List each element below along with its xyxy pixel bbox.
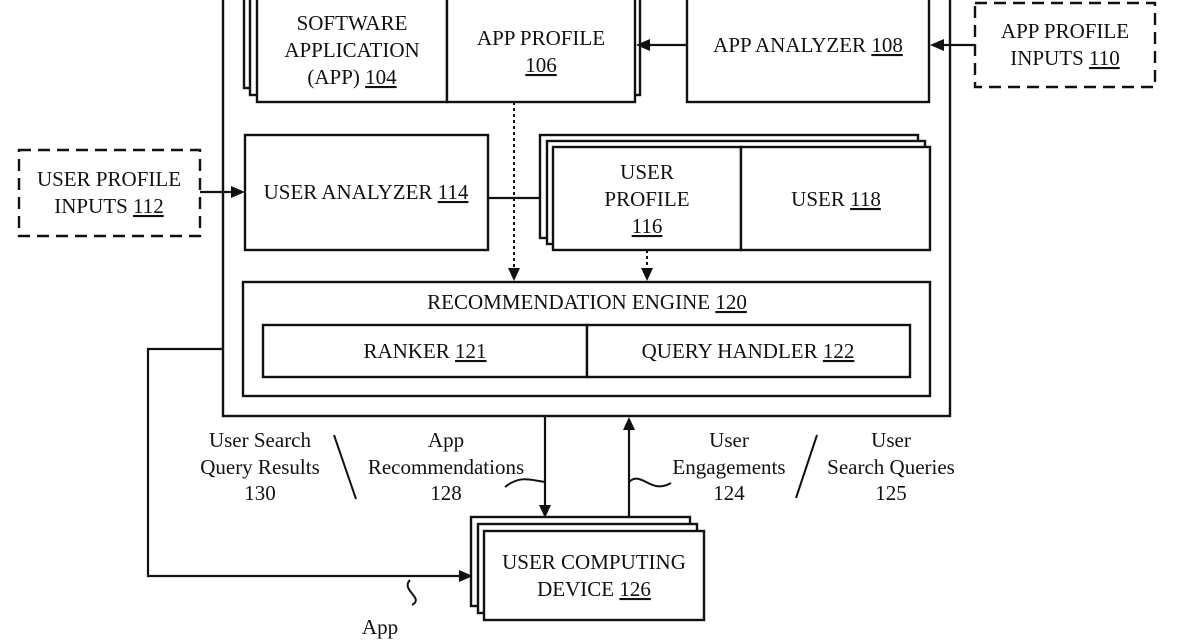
app-profile-inputs-line1: APP PROFILE (1001, 19, 1129, 43)
user-profile-inputs-line2: INPUTS 112 (54, 194, 164, 218)
app-recommendations-line1: App (428, 428, 464, 452)
software-app-line2: APPLICATION (284, 38, 419, 62)
app-delivery-line (146, 347, 463, 578)
user-engagements-line2: Engagements (672, 455, 785, 479)
user-label: USER 118 (791, 187, 881, 211)
app-profile-inputs-line2: INPUTS 110 (1010, 46, 1120, 70)
label-separator-left (333, 434, 357, 500)
app-recommendations-ref: 128 (430, 481, 462, 505)
user-profile-inputs-line1: USER PROFILE (37, 167, 181, 191)
app-bottom-label: App (362, 615, 398, 639)
user-analyzer-label: USER ANALYZER 114 (264, 180, 469, 204)
user-profile-ref: 116 (632, 214, 663, 238)
user-engagements-ref: 124 (713, 481, 745, 505)
user-search-queries-line1: User (871, 428, 911, 452)
app-profile-box[interactable] (445, 0, 637, 104)
query-handler-box[interactable] (585, 323, 912, 379)
arrowhead-down-icon (539, 505, 551, 518)
label-separator-right (795, 434, 818, 499)
arrowhead-down-icon (508, 268, 520, 281)
app-recommendations-line2: Recommendations (368, 455, 524, 479)
user-search-queries-line2: Search Queries (827, 455, 955, 479)
app-analyzer-label: APP ANALYZER 108 (713, 33, 903, 57)
user-engagements-line1: User (709, 428, 749, 452)
recommendation-engine-label: RECOMMENDATION ENGINE 120 (427, 290, 747, 314)
user-computing-device-line2: DEVICE 126 (537, 577, 651, 601)
software-app-box[interactable] (255, 0, 449, 104)
software-app-stack (242, 0, 642, 104)
software-app-line3: (APP) 104 (307, 65, 397, 89)
arrowhead-left-icon (636, 39, 650, 51)
arrowhead-down-icon (641, 268, 653, 281)
arrowhead-up-icon (623, 417, 635, 430)
user-profile-line2: PROFILE (604, 187, 689, 211)
user-profile-stack (538, 133, 932, 252)
app-profile-inputs-box[interactable] (973, 1, 1157, 89)
user-search-queries-ref: 125 (875, 481, 907, 505)
search-results-ref: 130 (244, 481, 276, 505)
user-analyzer-box[interactable] (243, 133, 490, 252)
user-computing-device-box[interactable] (482, 529, 706, 622)
user-profile-line1: USER (620, 160, 674, 184)
user-profile-inputs-box[interactable] (17, 148, 202, 238)
recommendations-squiggle (504, 478, 546, 488)
app-squiggle (406, 579, 417, 606)
arrowhead-right-icon (231, 186, 245, 198)
query-handler-label: QUERY HANDLER 122 (642, 339, 855, 363)
user-box[interactable] (739, 145, 932, 252)
arrowhead-left-icon (930, 39, 944, 51)
search-results-line1: User Search (209, 428, 312, 452)
engagements-squiggle (628, 477, 672, 488)
ranker-label: RANKER 121 (363, 339, 486, 363)
user-computing-device-stack (469, 515, 706, 622)
software-app-line1: SOFTWARE (297, 11, 408, 35)
arrowhead-right-icon (459, 570, 473, 582)
app-profile-ref: 106 (525, 53, 557, 77)
user-computing-device-line1: USER COMPUTING (502, 550, 686, 574)
app-profile-label: APP PROFILE (477, 26, 605, 50)
search-results-line2: Query Results (200, 455, 320, 479)
